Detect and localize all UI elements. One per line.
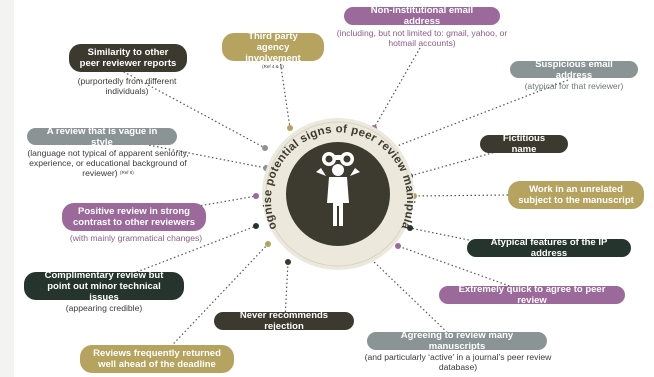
connector-many [369, 257, 454, 339]
connector-third-party [279, 59, 291, 129]
sign-complimentary-note: (appearing credible) [65, 303, 143, 313]
sign-positive-contrast-note: (with mainly grammatical changes) [69, 233, 203, 243]
sign-many-manuscripts: Agreeing to review many manuscripts [367, 330, 547, 352]
sign-complimentary: Complimentary review but point out minor… [24, 270, 184, 303]
sign-third-party-ref: (Ref 4 & 5) [262, 64, 284, 69]
connector-complimentary [102, 225, 257, 286]
sign-third-party: Third party agency involvement [222, 31, 324, 64]
person-with-binoculars-icon [316, 152, 360, 226]
sign-suspicious-email-note: (atypical for that reviewer) [524, 81, 624, 91]
sign-non-institutional-note: (including, but not limited to: gmail, y… [336, 28, 508, 48]
sign-suspicious-email: Suspicious email address [510, 59, 638, 81]
sign-positive-contrast: Positive review in strong contrast to ot… [62, 203, 206, 231]
sign-non-institutional: Non-institutional email address [344, 5, 500, 27]
sign-similarity: Similarity to other peer reviewer report… [69, 44, 187, 72]
sign-ahead-deadline: Reviews frequently returned well ahead o… [80, 345, 234, 373]
sign-unrelated-subject: Work in an unrelated subject to the manu… [508, 181, 644, 209]
sign-vague-note: (language not typical of apparent senior… [16, 148, 200, 178]
connector-ahead [159, 243, 269, 359]
sign-vague: A review that is vague in style [27, 126, 177, 148]
sign-quick-agree: Extremely quick to agree to peer review [439, 284, 625, 306]
sign-never-rejects: Never recommends rejection [214, 310, 354, 332]
connector-suspicious-email [391, 79, 569, 149]
sign-similarity-note: (purportedly from different individuals) [77, 76, 177, 96]
sign-vague-note-text: (language not typical of apparent senior… [27, 148, 189, 178]
sign-vague-note-ref: (Ref 6) [119, 170, 134, 175]
connector-similarity [112, 65, 266, 149]
sign-fictitious: Fictitious name [480, 133, 568, 155]
connector-never [284, 261, 289, 321]
connector-non-institutional [373, 47, 421, 129]
left-margin-strip [0, 0, 14, 377]
sign-many-manuscripts-note: (and particularly ‘active’ in a journal’… [364, 352, 552, 372]
connector-unrelated [413, 194, 509, 197]
sign-ip-address: Atypical features of the IP address [467, 237, 631, 259]
